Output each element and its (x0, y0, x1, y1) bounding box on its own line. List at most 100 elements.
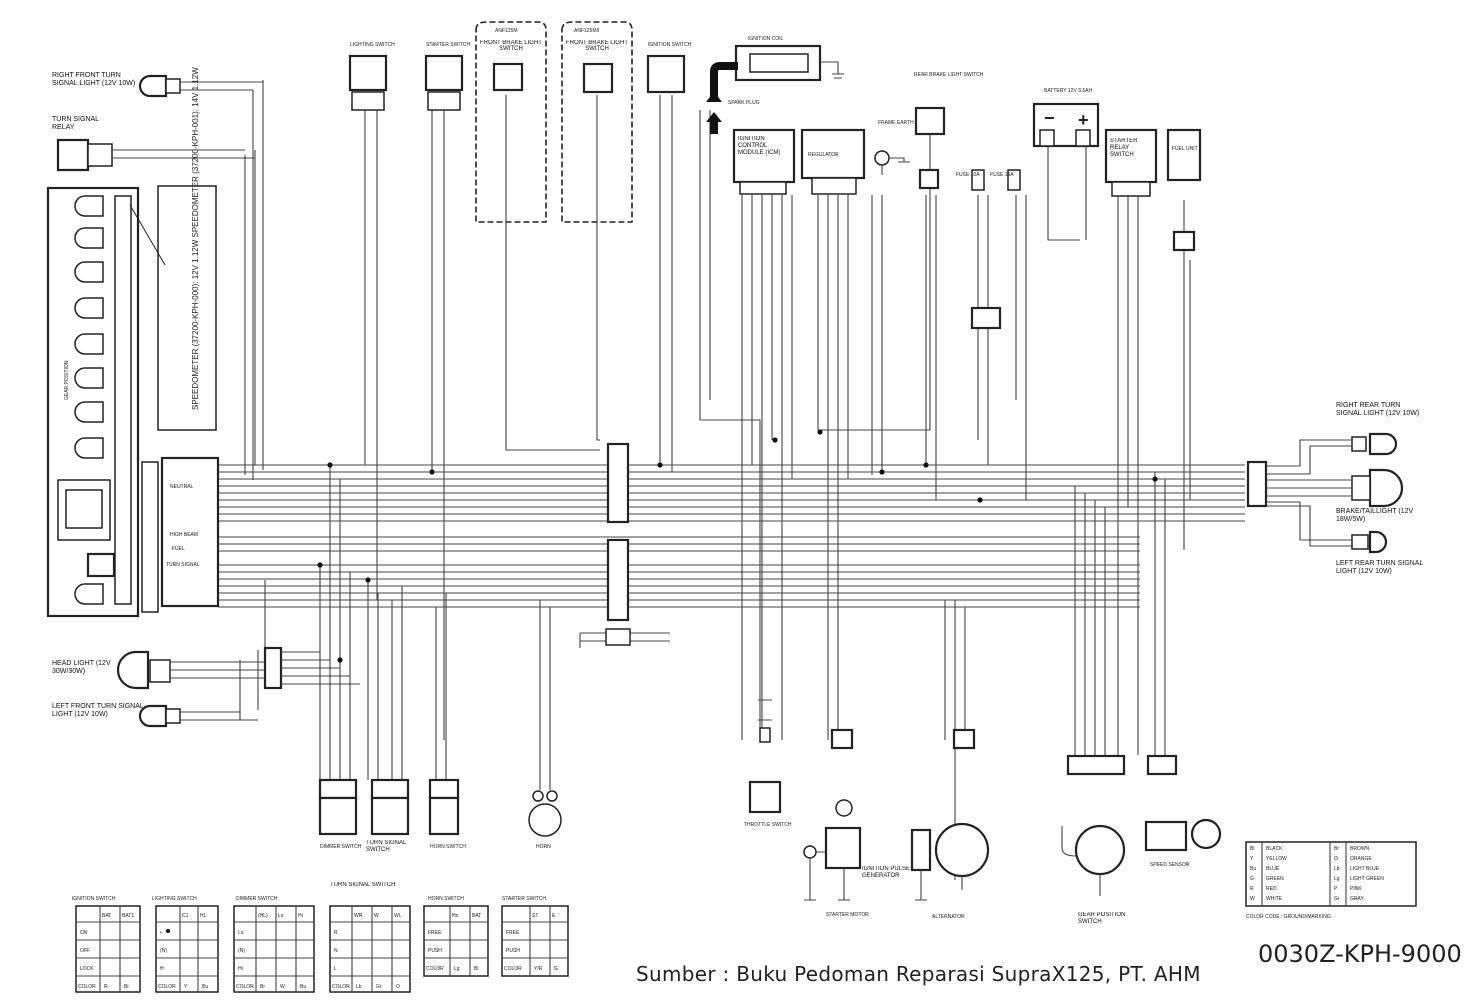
fuse1-label: FUSE 10A (956, 172, 980, 178)
legend-color-name: BLACK (1266, 846, 1283, 852)
switch-table-row: OFF (80, 948, 90, 954)
table-turn-title: TURN SIGNAL SWITCH (330, 882, 396, 888)
switch-table-row: PUSH (506, 948, 520, 954)
switch-table-col: WR (354, 913, 363, 919)
legend-color-name: ORANGE (1350, 856, 1372, 862)
mid-connectors (605, 306, 1268, 646)
turn-signal-relay: TURN SIGNAL RELAY (52, 116, 255, 172)
rear-brake-label: REAR BRAKE LIGHT SWITCH (914, 72, 984, 78)
legend-code: G (1250, 876, 1254, 882)
cluster-bulbs (74, 195, 104, 605)
alternator-label: ALTERNATOR (932, 914, 965, 920)
head-light-label: HEAD LIGHT (12V 30W/30W) (52, 660, 111, 675)
switch-table-row: (N) (160, 948, 167, 954)
switch-table-color: Bl (474, 966, 478, 972)
switch-table-row: L (334, 966, 337, 972)
head-light: HEAD LIGHT (12V 30W/30W) (52, 646, 360, 690)
rear-brake-switch: REAR BRAKE LIGHT SWITCH (914, 72, 984, 190)
table-horn-switch: HORN SWITCH (423, 896, 489, 977)
regulator: REGULATOR (800, 128, 866, 195)
legend-color-name: YELLOW (1266, 856, 1287, 862)
speed-sensor: SPEED SENSOR (1144, 754, 1222, 868)
switch-table-col: W (374, 913, 379, 919)
source-caption: Sumber : Buku Pedoman Reparasi SupraX125… (636, 962, 1201, 986)
left-rear-turn-label: LEFT REAR TURN SIGNAL LIGHT (12V 10W) (1336, 560, 1424, 575)
switch-table-color: O (396, 984, 400, 990)
switch-tables: IGNITION SWITCH LIGHTING SWITCH DIMMER S… (72, 882, 569, 993)
right-rear-turn-label: RIGHT REAR TURN SIGNAL LIGHT (12V 10W) (1336, 402, 1420, 417)
legend-code: Lg (1334, 876, 1340, 882)
right-front-turn-light: RIGHT FRONT TURN SIGNAL LIGHT (12V 10W) (52, 72, 263, 98)
switch-table-row: LOCK (80, 966, 94, 972)
legend-color-name: BROWN (1350, 846, 1370, 852)
pulse-generator-starter-motor: STARTER MOTOR IGNITION PULSE GENERATOR (803, 728, 910, 918)
high-beam-label: HIGH BEAM (170, 532, 198, 538)
horn: HORN (528, 790, 562, 850)
icm: IGNITION CONTROL MODULE (ICM) (732, 128, 796, 195)
ignition-switch-label: IGNITION SWITCH (648, 42, 692, 48)
switch-table-color: R (104, 984, 108, 990)
switch-table-color: Br (260, 984, 265, 990)
starter-switch-label: STARTER SWITCH (426, 42, 470, 48)
switch-table-color: Y/R (534, 966, 543, 972)
table-lighting-switch: LIGHTING SWITCH (152, 896, 219, 993)
switch-table-col: Ho (452, 913, 459, 919)
anf125mii-label: ANF125MII (574, 28, 599, 34)
legend-code: Y (1250, 856, 1254, 862)
speedometer-cluster: SPEEDOMETER (37200-KPH-000): 12V 1.12W S… (46, 67, 220, 618)
switch-table-color-label: COLOR (158, 984, 176, 990)
fuse2-label: FUSE 15A (990, 172, 1014, 178)
legend-color-name: PINK (1350, 886, 1362, 892)
table-starter-title: STARTER SWITCH (502, 896, 546, 902)
switch-table-row: Hi (238, 966, 243, 972)
speed-sensor-label: SPEED SENSOR (1150, 862, 1190, 868)
legend-color-name: RED (1266, 886, 1277, 892)
left-front-turn-label: LEFT FRONT TURN SIGNAL LIGHT (12V 10W) (52, 703, 144, 718)
starter-switch: STARTER SWITCH (424, 42, 470, 111)
switch-table-col: Hi (298, 913, 303, 919)
switch-table-color: Bu (202, 984, 208, 990)
anf125m-label: ANF125M (495, 28, 518, 34)
legend-code: W (1250, 896, 1255, 902)
table-turn-signal-switch: TURN SIGNAL SWITCH (329, 882, 411, 993)
fuses: FUSE 10A FUSE 15A (956, 169, 1021, 191)
regulator-label: REGULATOR (808, 152, 839, 158)
table-dimmer-title: DIMMER SWITCH (236, 896, 278, 902)
switch-table-col: BAT (472, 913, 481, 919)
fuel-label: FUEL (172, 546, 185, 552)
turn-signal-switch-label: TURN SIGNAL SWITCH (366, 840, 407, 853)
legend-code: Bl (1250, 846, 1254, 852)
legend-color-name: WHITE (1266, 896, 1283, 902)
switch-table-col: Lo (278, 913, 284, 919)
legend-color-name: GREEN (1266, 876, 1284, 882)
switch-table-col: ST (532, 913, 538, 919)
battery-label: BATTERY 12V 3.5AH (1044, 88, 1092, 94)
lighting-switch: LIGHTING SWITCH (348, 42, 395, 111)
legend-color-name: BLUE (1266, 866, 1280, 872)
front-brake-switch-anf125m: ANF125M FRONT BRAKE LIGHT SWITCH (475, 21, 547, 223)
frame-earth-label: FRAME EARTH (878, 120, 914, 126)
switch-table-color: W (280, 984, 285, 990)
switch-table-color-label: COLOR (78, 984, 96, 990)
right-rear-turn-light: RIGHT REAR TURN SIGNAL LIGHT (12V 10W) (1266, 402, 1420, 475)
legend-code: Bu (1250, 866, 1256, 872)
switch-table-row: Lo (238, 930, 244, 936)
turn-relay-label: TURN SIGNAL RELAY (52, 116, 99, 131)
left-rear-turn-light: LEFT REAR TURN SIGNAL LIGHT (12V 10W) (1266, 501, 1424, 575)
switch-table-col: C1 (182, 913, 189, 919)
gear-position-switch: GEAR POSITION SWITCH (1061, 754, 1125, 925)
switch-table-row: ON (80, 930, 88, 936)
throttle-label: THROTTLE SWITCH (744, 822, 792, 828)
switch-table-color-label: COLOR (426, 966, 444, 972)
switch-table-row: R (334, 930, 338, 936)
neutral-label: NEUTRAL (170, 484, 194, 490)
legend-color-name: LIGHT BLUE (1350, 866, 1380, 872)
frame-earth: FRAME EARTH (874, 120, 914, 175)
spark-plug-label: SPARK PLUG (728, 100, 760, 106)
table-ignition-switch: IGNITION SWITCH (72, 896, 141, 993)
starter-motor-label: STARTER MOTOR (826, 912, 869, 918)
dimmer-switch-label: DIMMER SWITCH (320, 844, 362, 850)
switch-table-color: G (554, 966, 558, 972)
speedometer-spec-label: SPEEDOMETER (37200-KPH-000): 12V 1.12W S… (191, 67, 200, 410)
